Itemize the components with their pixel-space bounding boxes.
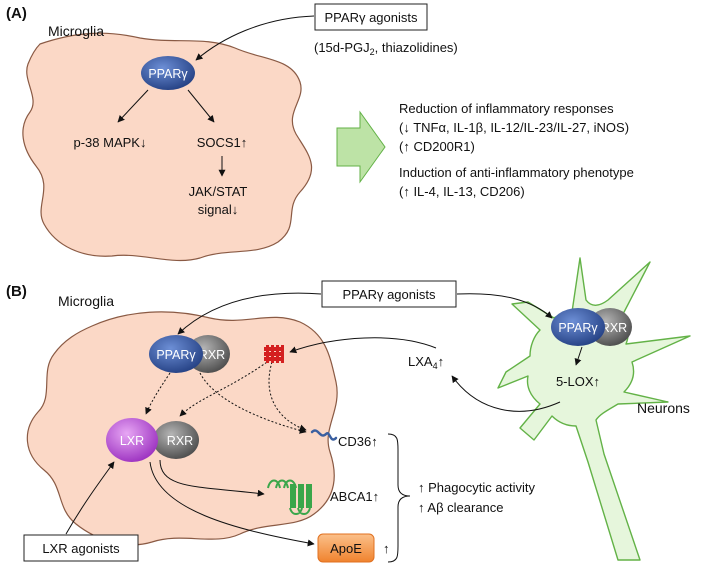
panel-a-effect-3: (↑ CD200R1): [399, 139, 475, 154]
panel-b-agonist-box: [321, 280, 457, 308]
panel-b-lxa4: LXA4↑: [408, 354, 444, 371]
panel-a-socs1: SOCS1↑: [197, 135, 248, 150]
panel-b-lxr-node: [106, 418, 158, 462]
panel-b-arrow-lxr-abca1: [159, 459, 265, 497]
panel-b-lxr-label: LXR: [120, 434, 144, 448]
panel-b-lxr-agonist-box: [23, 534, 139, 562]
panel-b-label: (B): [6, 283, 27, 300]
panel-b-neurons-label: Neurons: [637, 400, 690, 416]
panel-a-agonist-arrow: [195, 15, 315, 61]
panel-b-pparg-node: [149, 335, 203, 373]
panel-b-lxr-agonist-arrow: [65, 461, 115, 535]
panel-a-big-arrow: [336, 110, 386, 184]
panel-b-pparg-label: PPARγ: [156, 348, 196, 362]
panel-b-microglia-label: Microglia: [58, 293, 114, 309]
panel-b-lox: 5-LOX↑: [556, 374, 600, 389]
panel-a-pparg-label: PPARγ: [148, 67, 188, 81]
panel-b-abca1: ABCA1↑: [330, 489, 379, 504]
panel-b-outcome-1: ↑ Phagocytic activity: [418, 480, 536, 495]
panel-b-neuron-rxr-label: RXR: [601, 321, 627, 335]
panel-a-effect-4: Induction of anti-inflammatory phenotype: [399, 165, 634, 180]
panel-b-outcome-2: ↑ Aβ clearance: [418, 500, 504, 515]
panel-b-lxr-rxr-label: RXR: [167, 434, 193, 448]
panel-b-agonist-label: PPARγ agonists: [343, 287, 436, 302]
panel-a-agonist-box: [314, 3, 428, 31]
panel-a-effect-2: (↓ TNFα, IL-1β, IL-12/IL-23/IL-27, iNOS): [399, 120, 629, 135]
panel-b-neuron-pparg-label: PPARγ: [558, 321, 598, 335]
panel-b-arrow-to-lox: [574, 346, 583, 366]
panel-b-rxr-label: RXR: [199, 348, 225, 362]
panel-b-neuron-pparg-node: [551, 308, 605, 346]
panel-b-apoe-label: ApoE: [330, 541, 362, 556]
panel-b-arrow-lxa4-to-receptor: [289, 337, 437, 354]
panel-b-cd36-icon: [310, 429, 338, 441]
panel-a-arrow-to-socs1: [187, 89, 215, 123]
panel-a-effect-1: Reduction of inflammatory responses: [399, 101, 614, 116]
panel-b-dotted-arrow-pparg-lxr: [145, 372, 171, 415]
panel-b-cd36: CD36↑: [338, 434, 378, 449]
panel-a-effect-5: (↑ IL-4, IL-13, CD206): [399, 184, 525, 199]
panel-a-agonist-examples: (15d-PGJ2, thiazolidines): [314, 40, 458, 57]
panel-b-arrow-lxr-apoe: [149, 461, 315, 547]
panel-b-lxa4-receptor-icon: [264, 345, 284, 363]
panel-b-brace: [387, 433, 411, 563]
panel-a-agonist-label: PPARγ agonists: [325, 10, 418, 25]
panel-a-jakstat-line2: signal↓: [198, 202, 238, 217]
panel-a-pparg-node: [141, 56, 195, 90]
panel-b-apoe-box: [317, 533, 375, 563]
panel-b-apoe-arrow: ↑: [383, 541, 390, 556]
panel-b-lxr-agonist-label: LXR agonists: [42, 541, 120, 556]
panel-a-jakstat-line1: JAK/STAT: [189, 184, 248, 199]
panel-a-arrow-to-p38: [117, 89, 149, 123]
panel-b-abca1-icon: [267, 479, 312, 515]
panel-b-dotted-arrow-pparg-cd36: [199, 372, 307, 434]
panel-a-microglia-label: Microglia: [48, 23, 104, 39]
panel-a-label: (A): [6, 5, 27, 22]
panel-b-arrow-lox-to-lxa4: [451, 375, 561, 412]
panel-b-lxr-rxr-node: [153, 421, 199, 459]
panel-b-dotted-arrow-lxa4-lxr: [179, 359, 271, 417]
panel-b-dotted-arrow-lxa4-cd36: [268, 361, 307, 432]
panel-a-microglia-cell: [22, 32, 313, 262]
panel-b-agonist-arrow-neuron: [456, 293, 553, 319]
panel-a-p38: p-38 MAPK↓: [74, 135, 147, 150]
panel-b-agonist-arrow-microglia: [177, 292, 322, 335]
